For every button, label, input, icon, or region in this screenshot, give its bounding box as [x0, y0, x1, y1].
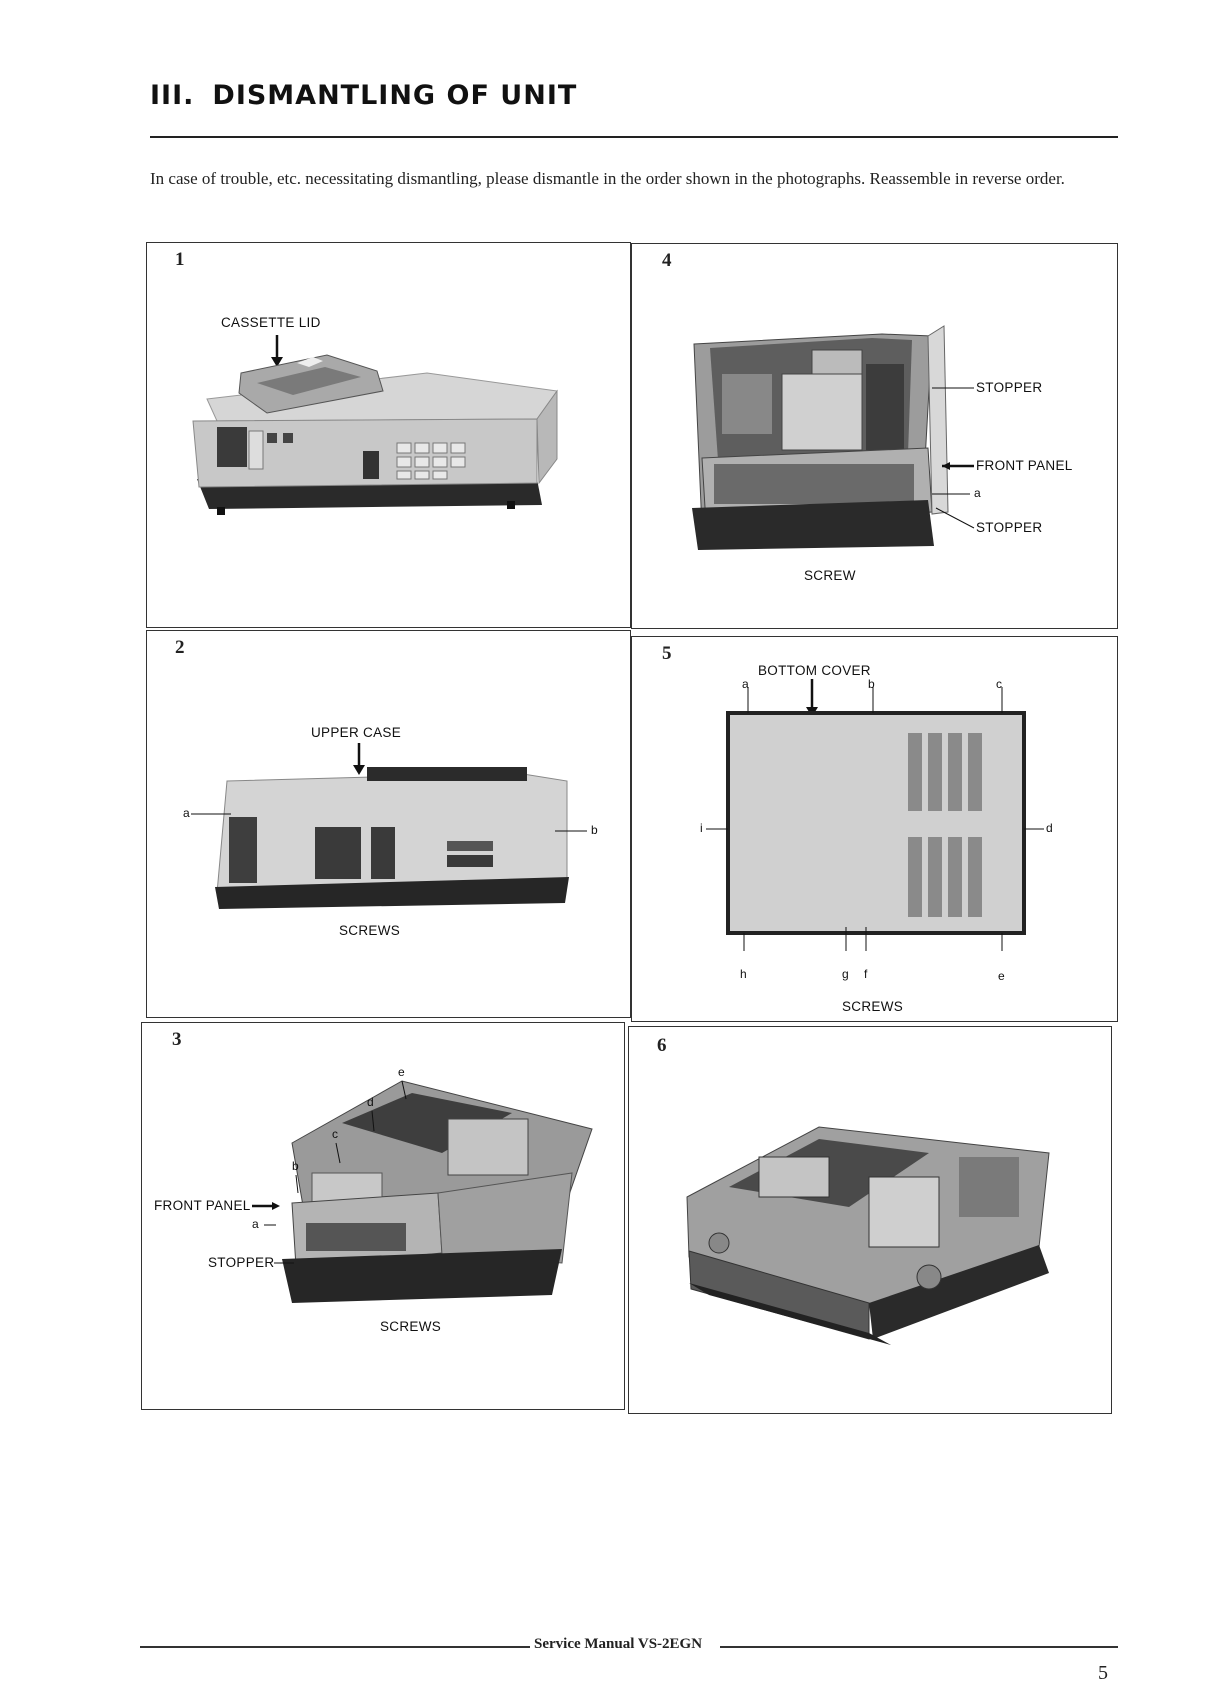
- label-e: e: [998, 969, 1005, 983]
- panel-2: 2 UPPER CASE a b SCREWS: [146, 630, 631, 1018]
- label-b: b: [292, 1159, 299, 1173]
- intro-paragraph: In case of trouble, etc. necessitating d…: [150, 169, 1065, 188]
- label-d: d: [367, 1095, 374, 1109]
- panel-6: 6: [628, 1026, 1112, 1414]
- heading-rule: [150, 136, 1118, 138]
- label-front-panel: FRONT PANEL: [976, 458, 1073, 473]
- footer-text: Service Manual VS-2EGN: [534, 1636, 703, 1652]
- label-front-panel: FRONT PANEL: [154, 1198, 251, 1213]
- label-e: e: [398, 1065, 405, 1079]
- section-title: DISMANTLING OF UNIT: [212, 80, 578, 111]
- label-a: a: [974, 486, 981, 500]
- label-c: c: [996, 677, 1002, 691]
- label-upper-case: UPPER CASE: [311, 725, 402, 740]
- label-a: a: [183, 806, 190, 820]
- vcr-open-top-photo: [692, 325, 975, 550]
- vcr-rear-photo: [191, 743, 587, 909]
- vcr-internal-photo: [686, 1126, 1050, 1345]
- panel-number: 6: [657, 1035, 667, 1056]
- label-b: b: [591, 823, 598, 837]
- label-a: a: [742, 677, 749, 691]
- panel-3: 3 e d c b FRONT PANEL a STOPPER SCREWS: [141, 1022, 625, 1410]
- label-cassette-lid: CASSETTE LID: [221, 315, 321, 330]
- label-d: d: [1046, 821, 1053, 835]
- label-stopper-bottom: STOPPER: [976, 520, 1043, 535]
- label-bottom-cover: BOTTOM COVER: [758, 663, 871, 678]
- vcr-front-panel-removed-photo: [252, 1080, 593, 1303]
- label-c: c: [332, 1127, 338, 1141]
- label-i: i: [700, 821, 703, 835]
- label-stopper-top: STOPPER: [976, 380, 1043, 395]
- panel-number: 3: [172, 1029, 182, 1050]
- page-number: 5: [1098, 1662, 1108, 1684]
- panel-5: 5 BOTTOM COVER a b c i d h g f e SCREWS: [631, 636, 1118, 1022]
- label-stopper: STOPPER: [208, 1255, 275, 1270]
- panel-4: 4 STOPPER FRONT PANEL a STOPPER SCREW: [631, 243, 1118, 629]
- label-screw: SCREW: [804, 568, 856, 583]
- label-h: h: [740, 967, 747, 981]
- panel-number: 4: [662, 250, 672, 271]
- panel-number: 2: [175, 637, 185, 658]
- label-screws: SCREWS: [380, 1319, 442, 1334]
- bottom-cover-photo: [706, 679, 1044, 951]
- label-g: g: [842, 967, 849, 981]
- label-screws: SCREWS: [339, 923, 401, 938]
- footer-rule-left: [140, 1646, 530, 1648]
- section-number: III.: [150, 80, 195, 111]
- panel-number: 1: [175, 249, 185, 270]
- label-screws: SCREWS: [842, 999, 904, 1014]
- vcr-front-photo: [192, 335, 558, 515]
- section-heading: III. DISMANTLING OF UNIT: [150, 80, 577, 111]
- label-f: f: [864, 967, 868, 981]
- panel-number: 5: [662, 643, 672, 664]
- footer-rule-right: [720, 1646, 1118, 1648]
- label-a: a: [252, 1217, 259, 1231]
- panel-1: 1 CASSETTE LID: [146, 242, 631, 628]
- label-b: b: [868, 677, 875, 691]
